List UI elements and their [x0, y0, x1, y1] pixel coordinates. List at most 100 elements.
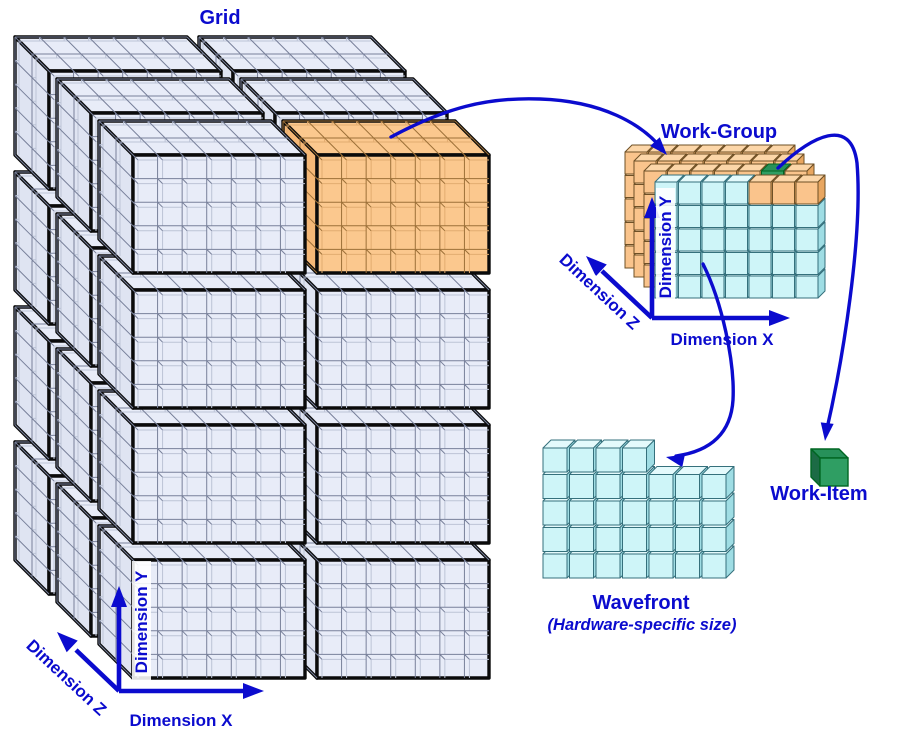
wavefront-cube	[701, 466, 735, 499]
cube-front-face	[675, 474, 700, 499]
workgroup-dim-y-label: Dimension Y	[656, 188, 675, 306]
arrow-workgroup-to-wavefront	[666, 262, 735, 468]
block-front-face	[131, 288, 307, 410]
workitem-front-face	[819, 457, 849, 487]
workgroup-wavefront-cube	[795, 198, 826, 228]
wavefront	[542, 439, 735, 579]
cube-front-face	[675, 500, 700, 526]
cube-front-face	[542, 474, 568, 499]
cube-front-face	[569, 447, 594, 473]
cube-front-face	[772, 181, 795, 205]
cube-front-face	[542, 447, 568, 473]
arrow-workitem-cell-to-workitem-path	[776, 133, 860, 435]
cube-front-face	[648, 500, 674, 526]
connector-arrows	[389, 97, 860, 468]
workgroup-axis-z	[586, 256, 654, 320]
grid-dim-y-label-halo	[132, 561, 151, 683]
cube-front-face	[622, 527, 647, 552]
cube-front-face	[595, 500, 621, 526]
cube-front-face	[595, 553, 621, 579]
arrow-workgroup-to-wavefront-path	[674, 262, 735, 458]
cube-front-face	[569, 553, 594, 579]
cube-front-face	[678, 205, 701, 228]
cube-front-face	[795, 205, 819, 228]
block-front-face	[315, 558, 491, 680]
workgroup-dim-x-label: Dimension X	[671, 330, 775, 349]
cube-front-face	[725, 252, 748, 275]
cube-front-face	[725, 205, 748, 228]
workgroup-dim-y-label-text: Dimension Y	[656, 195, 675, 298]
cube-front-face	[678, 252, 701, 275]
work-item	[810, 448, 849, 487]
block-front-face	[315, 423, 491, 545]
cube-front-face	[748, 181, 772, 205]
titles: GridWork-GroupWavefront(Hardware-specifi…	[199, 7, 867, 634]
cube-front-face	[622, 474, 647, 499]
workgroup-axis-x-head	[769, 310, 790, 326]
grid-dim-y-label: Dimension Y	[132, 561, 151, 683]
cube-front-face	[678, 275, 701, 299]
cube-front-face	[622, 500, 647, 526]
cube-front-face	[772, 228, 795, 252]
block-front-face	[315, 288, 491, 410]
cube-front-face	[675, 553, 700, 579]
grid-block	[97, 524, 307, 680]
arrow-grid-to-workgroup	[389, 97, 667, 155]
cube-front-face	[542, 500, 568, 526]
grid-axis-x	[119, 683, 264, 699]
grid-axis-y-head	[111, 586, 127, 607]
cube-front-face	[748, 228, 772, 252]
cube-front-face	[701, 228, 725, 252]
grid-of-workgroups	[13, 35, 491, 680]
cube-front-face	[725, 228, 748, 252]
cube-front-face	[595, 447, 621, 473]
grid-block	[97, 389, 307, 545]
cube-front-face	[542, 527, 568, 552]
workitem-title: Work-Item	[770, 483, 867, 505]
grid-block	[97, 254, 307, 410]
workgroup-cube	[795, 174, 826, 205]
grid-dim-x-label: Dimension X	[130, 711, 234, 730]
cube-front-face	[772, 252, 795, 275]
cube-front-face	[701, 474, 727, 499]
grid-dim-z-label-halo	[17, 631, 116, 725]
cube-front-face	[701, 205, 725, 228]
cube-front-face	[748, 275, 772, 299]
cube-front-face	[725, 181, 748, 205]
grid-block-highlighted	[281, 119, 491, 275]
cube-front-face	[772, 205, 795, 228]
cube-front-face	[622, 553, 647, 579]
cube-front-face	[678, 228, 701, 252]
grid-axis-x-head	[243, 683, 264, 699]
arrow-grid-to-workgroup-head	[650, 137, 667, 155]
cube-front-face	[795, 252, 819, 275]
cube-front-face	[569, 500, 594, 526]
arrow-workitem-cell-to-workitem-head	[820, 422, 834, 441]
block-front-face	[315, 153, 491, 275]
workgroup	[624, 144, 826, 299]
block-front-face	[131, 558, 307, 680]
cube-front-face	[795, 275, 819, 299]
grid-axis-z-head	[57, 632, 78, 653]
grid-axis-z-line	[74, 648, 121, 693]
workgroup-dim-z-label-halo	[551, 246, 647, 337]
workgroup-axis-z-line	[600, 269, 654, 320]
block-front-face	[131, 423, 307, 545]
cube-front-face	[772, 275, 795, 299]
cube-front-face	[748, 205, 772, 228]
grid-axis-z	[57, 632, 121, 693]
grid-block	[281, 524, 491, 680]
arrow-grid-to-workgroup-path	[389, 97, 664, 151]
cube-front-face	[795, 181, 819, 205]
cube-front-face	[569, 527, 594, 552]
wavefront-title: Wavefront	[592, 592, 689, 614]
cube-front-face	[795, 228, 819, 252]
grid-title: Grid	[199, 7, 240, 29]
block-cell-lines	[98, 120, 306, 274]
grid-block	[281, 389, 491, 545]
cube-front-face	[675, 527, 700, 552]
